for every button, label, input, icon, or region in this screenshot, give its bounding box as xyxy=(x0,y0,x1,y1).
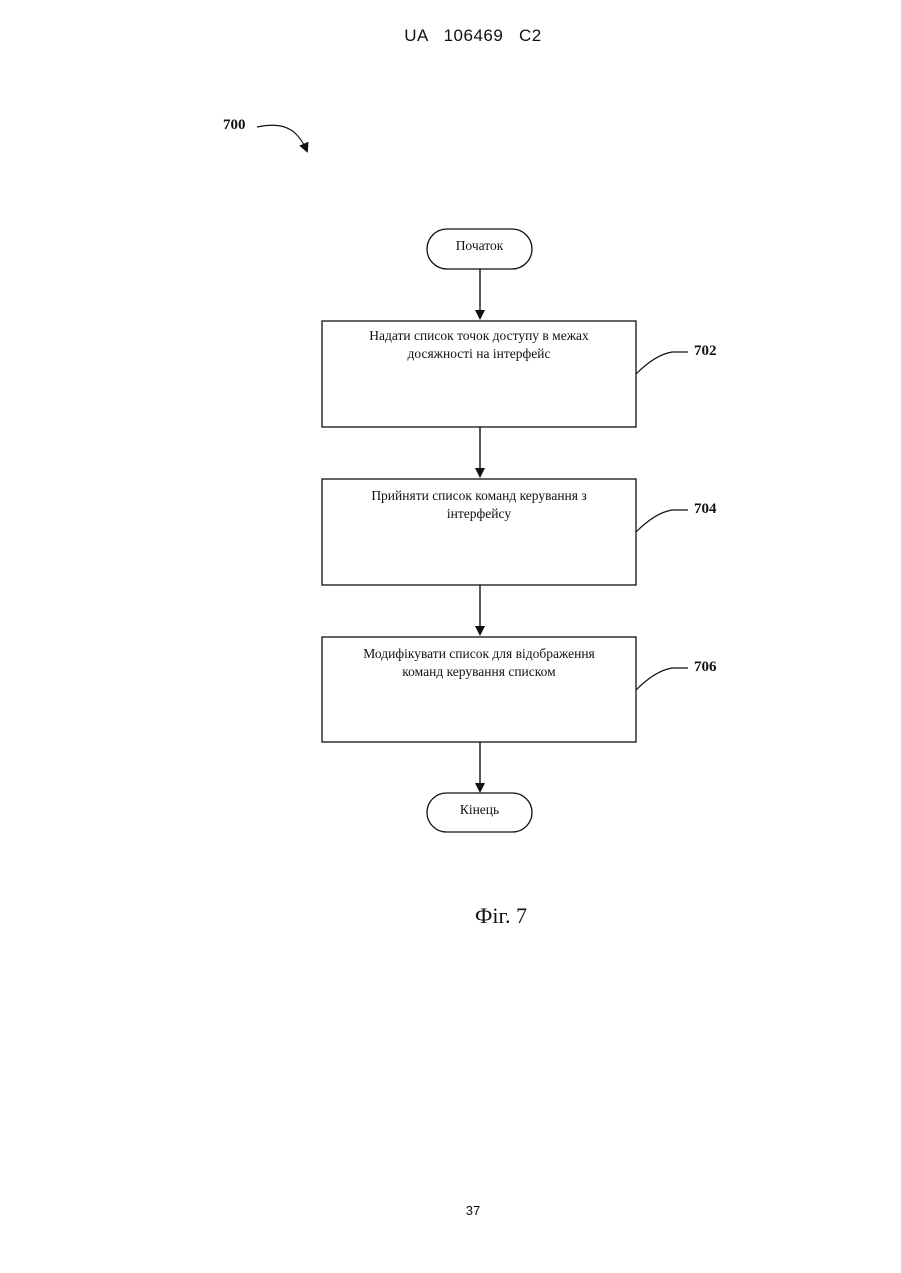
step-704-text: Прийняти список команд керування з інтер… xyxy=(322,487,636,523)
step-706-line-1: Модифікувати список для відображення xyxy=(322,645,636,663)
step-702-line-2: досяжності на інтерфейс xyxy=(322,345,636,363)
step-706-text: Модифікувати список для відображення ком… xyxy=(322,645,636,681)
step-702-ref: 702 xyxy=(694,343,717,360)
leader-line-706 xyxy=(636,668,688,690)
step-704-line-1: Прийняти список команд керування з xyxy=(322,487,636,505)
figure-ref-label: 700 xyxy=(223,117,246,134)
figure-caption: Фіг. 7 xyxy=(0,903,901,929)
step-702-line-1: Надати список точок доступу в межах xyxy=(322,327,636,345)
page-number: 37 xyxy=(0,1203,901,1218)
start-label: Початок xyxy=(427,238,532,254)
figure-ref-arrow xyxy=(257,125,307,151)
step-706-ref: 706 xyxy=(694,659,717,676)
leader-line-704 xyxy=(636,510,688,532)
step-702-text: Надати список точок доступу в межах дося… xyxy=(322,327,636,363)
end-label: Кінець xyxy=(427,802,532,818)
step-704-line-2: інтерфейсу xyxy=(322,505,636,523)
step-704-ref: 704 xyxy=(694,501,717,518)
leader-line-702 xyxy=(636,352,688,374)
step-706-line-2: команд керування списком xyxy=(322,663,636,681)
